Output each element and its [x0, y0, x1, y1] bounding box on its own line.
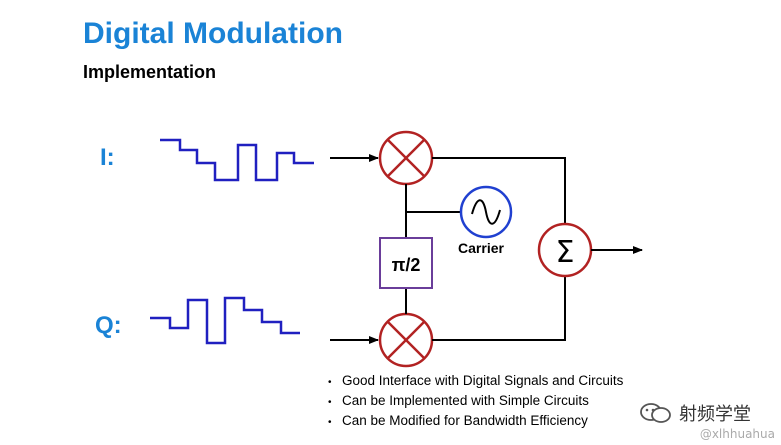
upper-mixer [378, 130, 434, 186]
q-label: Q: [95, 312, 122, 339]
summer-symbol: Σ [556, 235, 575, 270]
page-subtitle: Implementation [83, 62, 217, 82]
lower-mixer [378, 312, 434, 368]
watermark-text: 射频学堂 [679, 404, 751, 425]
lower-mixer-output [432, 276, 566, 341]
feature-item: Good Interface with Digital Signals and … [328, 372, 623, 392]
phase-shifter-box [379, 237, 433, 289]
feature-item: Can be Modified for Bandwidth Efficiency [328, 412, 623, 432]
phase-shift-label: π/2 [392, 255, 421, 275]
i-label: I: [100, 144, 115, 171]
credit-text: @xlhhuahua [699, 427, 775, 441]
page-title: Digital Modulation [83, 17, 343, 50]
watermark: 射频学堂 [639, 400, 751, 426]
carrier-label: Carrier [458, 240, 504, 256]
upper-mixer-output [432, 157, 566, 224]
i-waveform [160, 138, 314, 182]
wechat-icon [640, 403, 671, 423]
feature-item: Can be Implemented with Simple Circuits [328, 392, 623, 412]
feature-list: Good Interface with Digital Signals and … [328, 372, 623, 432]
q-waveform [150, 296, 300, 345]
carrier-oscillator [459, 185, 513, 239]
